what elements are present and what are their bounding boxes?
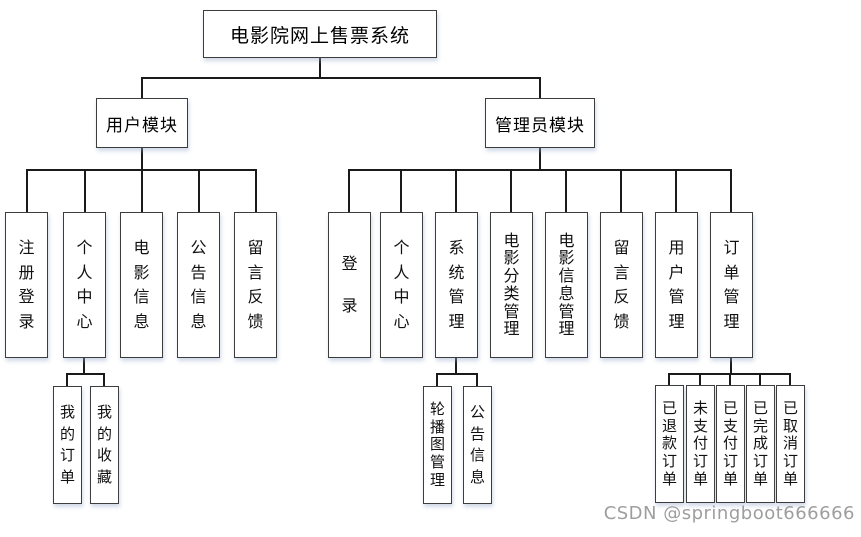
connector-line [699, 374, 701, 385]
connector-line [730, 358, 732, 375]
node-announcement-info-admin: 公告信息 [463, 386, 492, 504]
connector-line [319, 58, 321, 78]
connector-line [510, 170, 512, 212]
connector-line [455, 358, 457, 375]
node-admin-module-label: 管理员模块 [495, 115, 585, 136]
node-completed-orders-label: 已完成订单 [752, 398, 768, 489]
connector-line [141, 78, 143, 98]
node-personal-center-label: 个人中心 [76, 237, 93, 332]
connector-line [348, 169, 732, 171]
node-paid-orders-label: 已支付订单 [722, 398, 738, 489]
node-admin-feedback: 留言反馈 [600, 212, 643, 358]
node-announcement-info-admin-label: 公告信息 [469, 403, 485, 486]
node-my-favorites: 我的收藏 [90, 386, 119, 504]
node-movie-info-label: 电影信息 [133, 237, 150, 332]
node-admin-feedback-label: 留言反馈 [613, 237, 630, 332]
connector-line [141, 77, 541, 79]
node-refunded-orders-label: 已退款订单 [661, 398, 677, 489]
node-my-orders: 我的订单 [53, 386, 82, 504]
node-movie-info-management: 电影信息管理 [545, 212, 588, 358]
connector-line [255, 170, 257, 212]
node-register-login-label: 注册登录 [18, 237, 35, 332]
node-announcement-info-label: 公告信息 [190, 237, 207, 332]
node-carousel-management-label: 轮播图管理 [429, 399, 445, 490]
node-movie-info: 电影信息 [120, 212, 163, 358]
node-admin-personal-center: 个人中心 [380, 212, 423, 358]
connector-line [400, 170, 402, 212]
node-system-management: 系统管理 [435, 212, 478, 358]
node-user-management: 用户管理 [655, 212, 698, 358]
connector-line [141, 148, 143, 170]
connector-line [103, 374, 105, 386]
node-personal-center: 个人中心 [63, 212, 106, 358]
node-user-module: 用户模块 [96, 98, 188, 148]
connector-line [539, 148, 541, 170]
connector-line [789, 374, 791, 385]
connector-line [668, 374, 670, 385]
node-my-favorites-label: 我的收藏 [96, 403, 112, 486]
node-paid-orders: 已支付订单 [716, 385, 745, 503]
node-register-login: 注册登录 [5, 212, 48, 358]
connector-line [436, 374, 438, 386]
connector-line [83, 358, 85, 375]
node-admin-personal-center-label: 个人中心 [393, 237, 410, 332]
node-carousel-management: 轮播图管理 [423, 386, 452, 504]
node-refunded-orders: 已退款订单 [655, 385, 684, 503]
connector-line [565, 170, 567, 212]
node-unpaid-orders: 未支付订单 [686, 385, 715, 503]
node-movie-category-management-label: 电影分类管理 [503, 230, 520, 339]
node-announcement-info: 公告信息 [177, 212, 220, 358]
node-completed-orders: 已完成订单 [746, 385, 775, 503]
node-cancelled-orders: 已取消订单 [776, 385, 805, 503]
node-movie-info-management-label: 电影信息管理 [558, 230, 575, 339]
connector-line [66, 374, 68, 386]
node-unpaid-orders-label: 未支付订单 [692, 398, 708, 489]
connector-line [84, 170, 86, 212]
connector-line [675, 170, 677, 212]
node-cancelled-orders-label: 已取消订单 [782, 398, 798, 489]
node-order-management-label: 订单管理 [723, 237, 740, 332]
connector-line [455, 170, 457, 212]
connector-line [436, 373, 478, 375]
connector-line [539, 78, 541, 98]
node-root-label: 电影院网上售票系统 [229, 24, 410, 47]
node-login-label: 登录 [341, 254, 358, 315]
node-user-module-label: 用户模块 [106, 115, 178, 136]
node-root: 电影院网上售票系统 [203, 10, 437, 58]
connector-line [759, 374, 761, 385]
node-movie-category-management: 电影分类管理 [490, 212, 533, 358]
node-user-management-label: 用户管理 [668, 237, 685, 332]
node-feedback: 留言反馈 [234, 212, 277, 358]
connector-line [66, 373, 105, 375]
node-feedback-label: 留言反馈 [247, 237, 264, 332]
csdn-watermark: CSDN @springboot666666 [603, 503, 855, 524]
connector-line [620, 170, 622, 212]
node-admin-module: 管理员模块 [485, 98, 595, 148]
node-system-management-label: 系统管理 [448, 237, 465, 332]
node-my-orders-label: 我的订单 [59, 403, 75, 486]
node-login: 登录 [328, 212, 371, 358]
node-order-management: 订单管理 [710, 212, 753, 358]
connector-line [26, 170, 28, 212]
connector-line [348, 170, 350, 212]
connector-line [729, 374, 731, 385]
connector-line [476, 374, 478, 386]
connector-line [730, 170, 732, 212]
connector-line [141, 170, 143, 212]
connector-line [198, 170, 200, 212]
